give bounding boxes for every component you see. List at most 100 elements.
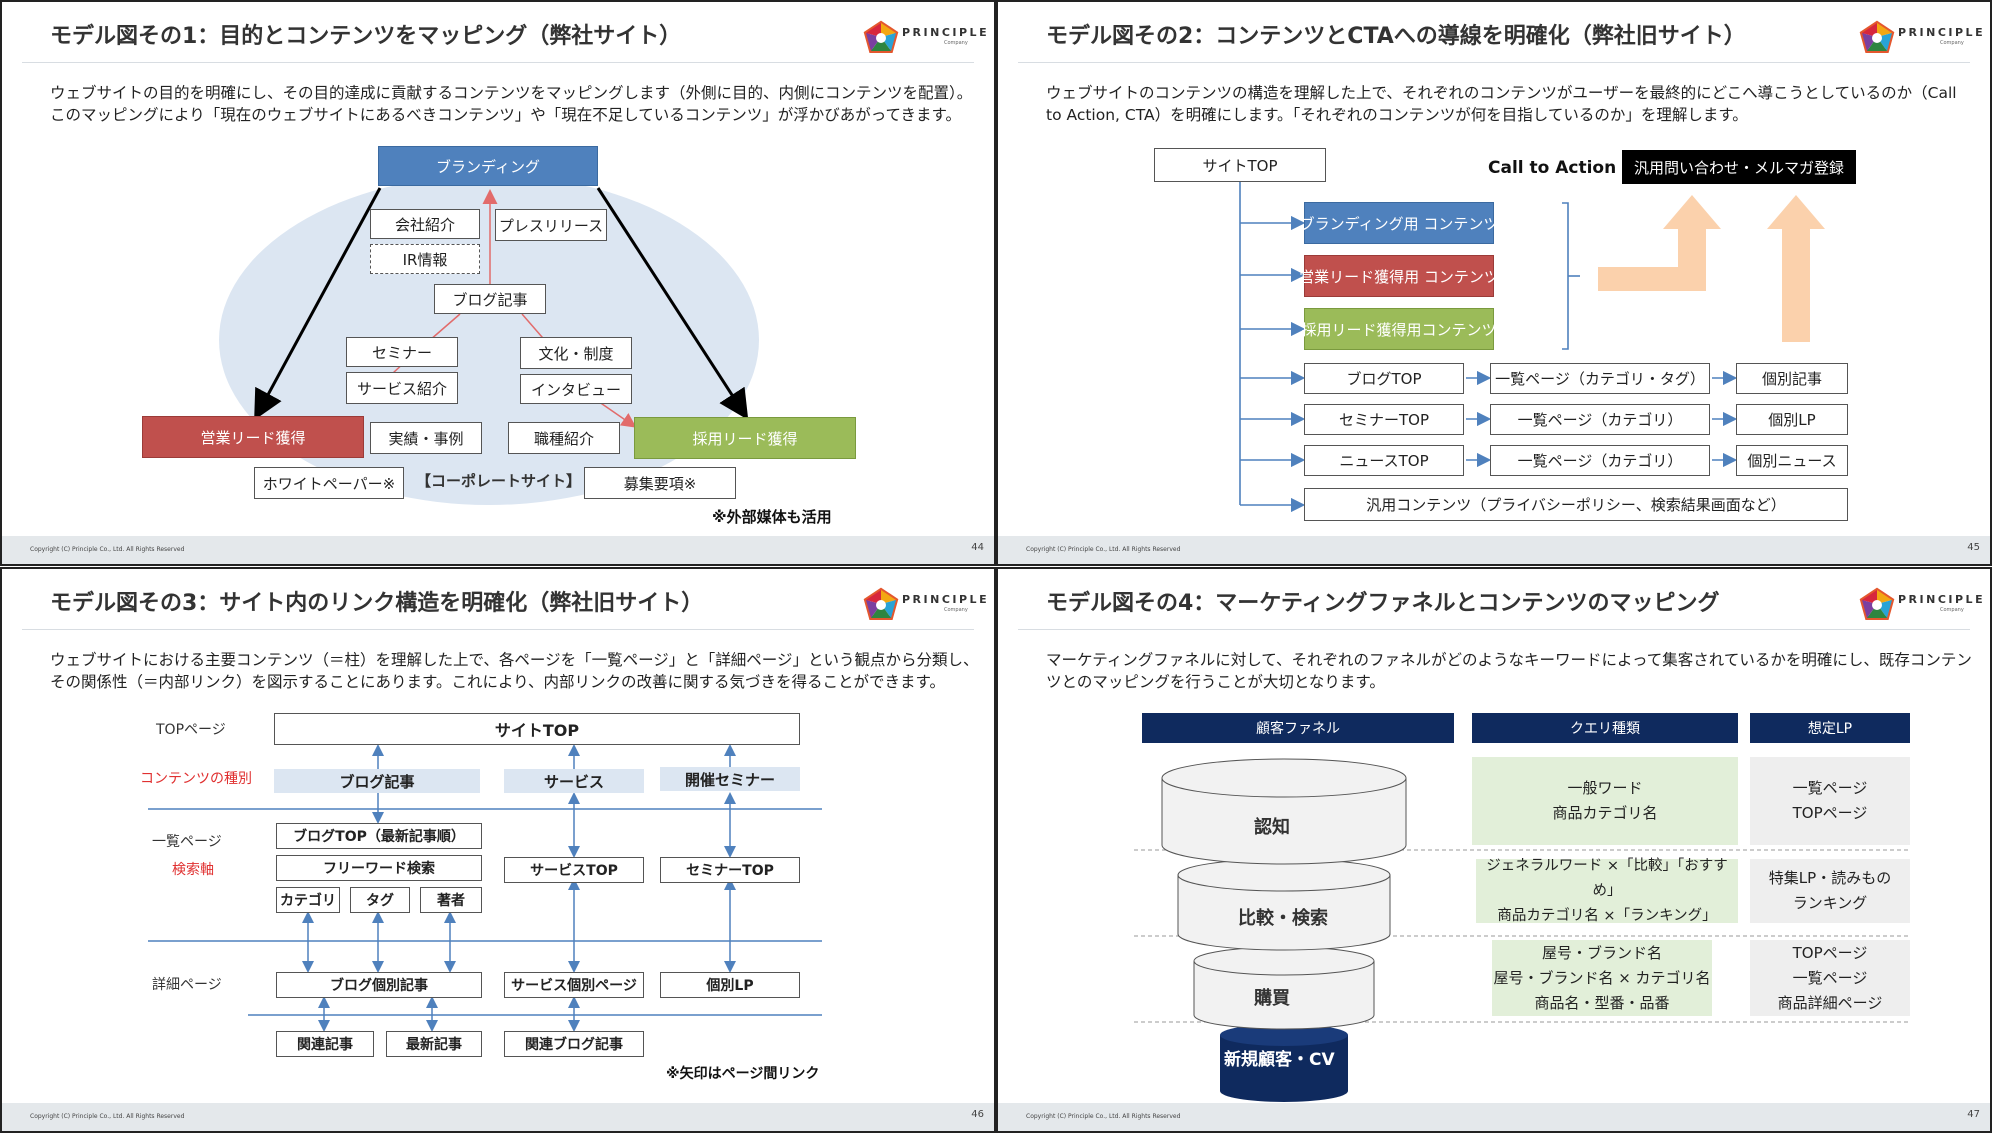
logo-sub: Company [944,40,968,46]
slide-4: モデル図その4：マーケティングファネルとコンテンツのマッピング PRINCIPL… [996,567,1992,1133]
copyright: Copyright (C) Principle Co., Ltd. All Ri… [30,1113,185,1120]
individual-lp-box: 個別LP [660,972,800,998]
slide-3: モデル図その3：サイト内のリンク構造を明確化（弊社旧サイト） PRINCIPLE… [0,567,996,1133]
funnel-graphic [1134,758,1910,1102]
slide-1: モデル図その1：目的とコンテンツをマッピング（弊社サイト） PRINCIPLE … [0,0,996,566]
content-kind-label: コンテンツの種別 [140,771,252,787]
lp-line: ランキング [1792,894,1868,912]
lp-line: 特集LP・読みもの [1768,869,1892,887]
cta-diagram-lines [1239,182,1825,513]
interview-box: インタビュー [520,374,632,404]
corporate-site-label: 【コーポレートサイト】 [416,472,582,490]
sales-lead-box: 営業リード獲得 [142,416,364,458]
slide-title: モデル図その3：サイト内のリンク構造を明確化（弊社旧サイト） [50,591,704,616]
general-content-box: 汎用コンテンツ（プライバシーポリシー、検索結果画面など） [1304,488,1848,521]
news-top-box: ニュースTOP [1304,445,1464,476]
detail-page-label: 詳細ページ [152,977,222,993]
header-query: クエリ種類 [1472,713,1738,743]
principle-logo: PRINCIPLE Company [862,587,988,621]
header-lp: 想定LP [1750,713,1910,743]
query-line: 屋号・ブランド名 [1541,943,1662,962]
copyright: Copyright (C) Principle Co., Ltd. All Ri… [1026,546,1181,553]
slide-description: ウェブサイトのコンテンツの構造を理解した上で、それぞれのコンテンツがユーザーを最… [1046,84,1957,124]
whitepaper-box: ホワイトペーパー※ [254,467,404,499]
lp-purchase: TOPページ 一覧ページ 商品詳細ページ [1750,940,1910,1016]
category-seminar: 開催セミナー [660,767,800,791]
ir-box: IR情報 [370,244,480,274]
page-number: 45 [1967,542,1980,553]
sales-content-box: 営業リード獲得用 コンテンツ [1299,255,1499,297]
title-divider [22,629,974,630]
category-box: カテゴリ [276,887,340,913]
link-structure-lines [148,744,822,1032]
stage-compare: 比較・検索 [1238,908,1328,929]
query-line: 商品カテゴリ名 [1552,804,1658,822]
copyright: Copyright (C) Principle Co., Ltd. All Ri… [30,546,185,553]
jobs-box: 職種紹介 [508,422,620,454]
pentagon-logo-icon [863,20,899,53]
slide-description: ウェブサイトにおける主要コンテンツ（＝柱）を理解した上で、各ページを「一覧ページ… [50,651,979,691]
lp-line: 一覧ページ [1792,779,1868,797]
lp-compare: 特集LP・読みもの ランキング [1750,859,1910,923]
logo-sub: Company [1940,40,1964,46]
category-service: サービス [504,769,644,793]
footer: Copyright (C) Principle Co., Ltd. All Ri… [2,1103,994,1131]
service-detail-box: サービス個別ページ [504,972,644,998]
lp-line: 商品詳細ページ [1777,993,1883,1012]
footer: Copyright (C) Principle Co., Ltd. All Ri… [998,536,1990,564]
pentagon-logo-icon [863,587,899,620]
lp-line: TOPページ [1792,943,1868,962]
title-divider [1018,62,1970,63]
press-box: プレスリリース [495,209,607,241]
branding-box: ブランディング [378,146,598,186]
culture-box: 文化・制度 [520,337,632,369]
slide-description: マーケティングファネルに対して、それぞれのファネルがどのようなキーワードによって… [1046,651,1972,691]
news-detail-box: 個別ニュース [1736,445,1848,476]
category-blog: ブログ記事 [274,769,480,793]
cta-label: Call to Action [1488,158,1617,178]
query-awareness: 一般ワード 商品カテゴリ名 [1472,757,1738,845]
page-number: 47 [1967,1109,1980,1120]
recruit-lead-box: 採用リード獲得 [634,417,856,459]
search-axis-label: 検索軸 [172,862,214,878]
slide-description: ウェブサイトの目的を明確にし、その目的達成に貢献するコンテンツをマッピングします… [50,84,973,124]
principle-logo: PRINCIPLE Company [862,20,988,54]
branding-content-box: ブランディング用 コンテンツ [1300,202,1498,244]
news-list-box: 一覧ページ（カテゴリ） [1490,445,1710,476]
title-divider [1018,629,1970,630]
latest-article-box: 最新記事 [386,1031,482,1057]
arrow-note: ※矢印はページ間リンク [666,1066,820,1082]
external-media-note: ※外部媒体も活用 [712,508,832,526]
logo-text: PRINCIPLE [902,593,990,606]
query-compare: ジェネラルワード ×「比較」「おすすめ」 商品カテゴリ名 ×「ランキング」 [1476,858,1738,924]
tag-box: タグ [350,887,410,913]
blog-detail-box: 個別記事 [1736,363,1848,394]
query-line: 一般ワード [1567,779,1643,797]
related-article-box: 関連記事 [276,1031,374,1057]
cases-box: 実績・事例 [370,422,482,454]
footer: Copyright (C) Principle Co., Ltd. All Ri… [998,1103,1990,1131]
lp-line: TOPページ [1792,804,1868,822]
top-page-label: TOPページ [156,722,226,738]
slide-title: モデル図その4：マーケティングファネルとコンテンツのマッピング [1046,591,1720,616]
logo-text: PRINCIPLE [1898,26,1986,39]
company-box: 会社紹介 [370,209,480,239]
author-box: 著者 [420,887,482,913]
list-page-label: 一覧ページ [152,834,222,850]
header-funnel: 顧客ファネル [1142,713,1454,743]
pentagon-logo-icon [1859,587,1895,620]
slide-2: モデル図その2：コンテンツとCTAへの導線を明確化（弊社旧サイト） PRINCI… [996,0,1992,566]
principle-logo: PRINCIPLE Company [1858,20,1984,54]
query-purchase: 屋号・ブランド名 屋号・ブランド名 × カテゴリ名 商品名・型番・品番 [1492,940,1712,1016]
seminar-detail-box: 個別LP [1736,404,1848,435]
blog-detail-box: ブログ個別記事 [276,972,482,998]
pentagon-logo-icon [1859,20,1895,53]
recruit-content-box: 採用リード獲得用コンテンツ [1302,308,1497,350]
free-search-box: フリーワード検索 [276,855,482,881]
principle-logo: PRINCIPLE Company [1858,587,1984,621]
logo-sub: Company [944,607,968,613]
lp-line: 一覧ページ [1792,968,1868,987]
page-number: 44 [971,542,984,553]
blog-top-box: ブログTOP（最新記事順） [276,823,482,849]
cta-box: 汎用問い合わせ・メルマガ登録 [1622,150,1856,184]
